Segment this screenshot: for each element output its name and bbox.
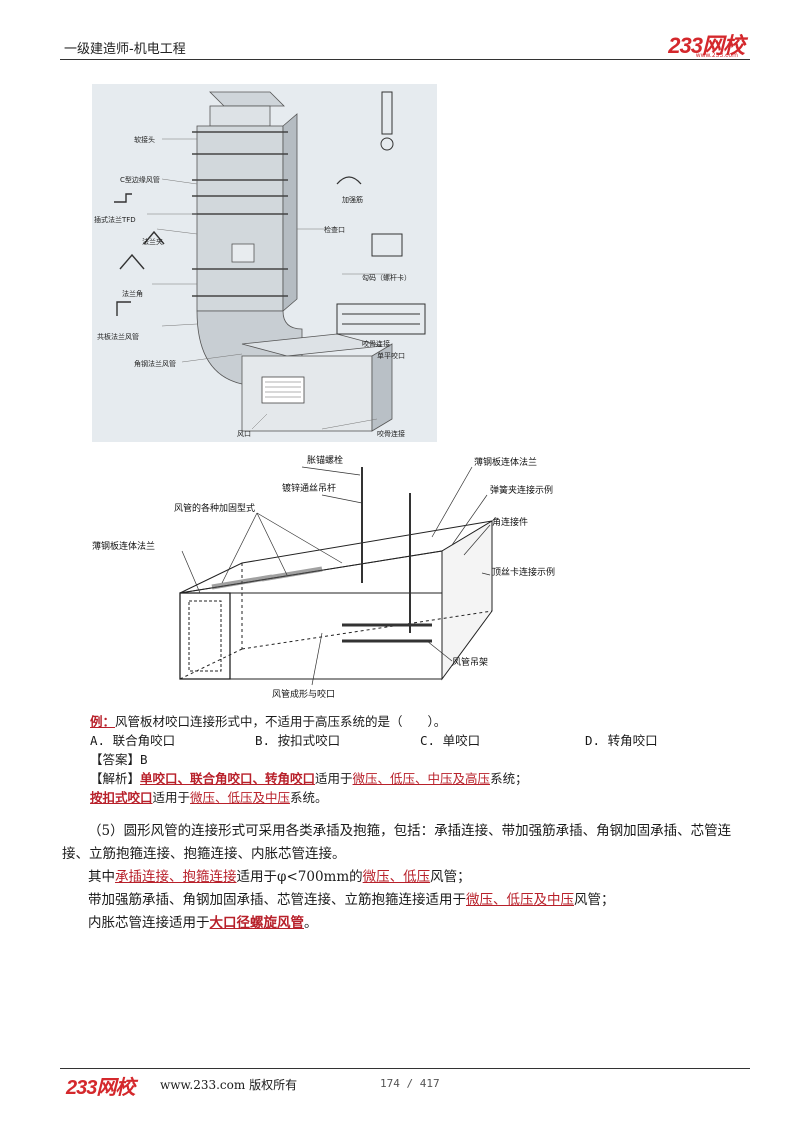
p2-text-b: 适用于φ<700mm的 (236, 869, 363, 885)
answer-label: 【答案】 (90, 752, 141, 767)
analysis-text-2: 适用于 (152, 790, 191, 805)
label-angle-flange-duct: 角钢法兰风管 (134, 359, 176, 368)
label-seam-joint-a: 咬骨连接 (362, 339, 390, 348)
p2-text-c: 风管； (430, 869, 471, 885)
label-top-screw-clip-example: 顶丝卡连接示例 (492, 566, 555, 578)
label-corner-connector: 角连接件 (492, 516, 528, 528)
analysis-pressure-2: 微压、低压及中压 (190, 790, 291, 805)
analysis-label: 【解析】 (90, 771, 141, 786)
analysis-seams-2: 按扣式咬口 (90, 790, 153, 805)
p2-highlight-b: 微压、低压 (362, 869, 431, 885)
analysis-pressure-1: 微压、低压、中压及高压 (352, 771, 491, 786)
answer-line: 【答案】B (90, 750, 710, 769)
label-flange-clip: 法兰夹 (142, 237, 163, 246)
option-d: D. 转角咬口 (585, 733, 658, 748)
analysis-text-1: 适用于 (315, 771, 353, 786)
question-options: A. 联合角咬口 B. 按扣式咬口 C. 单咬口 D. 转角咬口 (90, 731, 710, 750)
footer-logo[interactable]: 233网校 (66, 1077, 135, 1099)
analysis-seams-1: 单咬口、联合角咬口、转角咬口 (140, 771, 316, 786)
question-text: 风管板材咬口连接形式中，不适用于高压系统的是（ ）。 (115, 714, 447, 729)
para-line-2: 其中承插连接、抱箍连接适用于φ<700mm的微压、低压风管； (62, 866, 752, 889)
analysis-line-1: 【解析】单咬口、联合角咬口、转角咬口适用于微压、低压、中压及高压系统； (90, 769, 710, 788)
option-a: A. 联合角咬口 (90, 733, 176, 748)
p4-text-a: 内胀芯管连接适用于 (88, 915, 210, 931)
label-c-edge-duct: C型边缘风管 (120, 175, 160, 184)
label-threaded-rod: 镀锌通丝吊杆 (282, 482, 336, 494)
p3-text-a: 带加强筋承插、角钢加固承插、芯管连接、立筋抱箍连接适用于 (88, 892, 466, 908)
analysis-line-2: 按扣式咬口适用于微压、低压及中压系统。 (90, 788, 710, 807)
label-tfd-flange: 插式法兰TFD (94, 215, 136, 224)
label-expansion-bolt: 胀锚螺栓 (307, 454, 343, 466)
p2-highlight-a: 承插连接、抱箍连接 (115, 869, 237, 885)
para-line-4: 内胀芯管连接适用于大口径螺旋风管。 (62, 912, 752, 935)
question-prefix: 例： (90, 714, 116, 729)
para-line-3: 带加强筋承插、角钢加固承插、芯管连接、立筋抱箍连接适用于微压、低压及中压风管； (62, 889, 752, 912)
label-steel-flange-left: 薄钢板连体法兰 (92, 540, 155, 552)
duct-system-illustration: 软接头 C型边缘风管 插式法兰TFD 法兰夹 法兰角 共板法兰风管 角钢法兰风管… (92, 84, 437, 442)
option-b: B. 按扣式咬口 (255, 733, 341, 748)
label-soft-joint: 软接头 (134, 135, 155, 144)
analysis-tail-1: 系统； (490, 771, 528, 786)
duct-hanger-diagram: 胀锚螺栓 镀锌通丝吊杆 风管的各种加固型式 薄钢板连体法兰 薄钢板连体法兰 弹簧… (92, 453, 567, 706)
header-title: 一级建造师-机电工程 (64, 42, 186, 57)
label-steel-flange-right: 薄钢板连体法兰 (474, 456, 537, 468)
label-stiffener: 加强筋 (342, 195, 363, 204)
round-duct-section: （5）圆形风管的连接形式可采用各类承插及抱箍，包括：承插连接、带加强筋承插、角钢… (62, 820, 752, 935)
p3-highlight: 微压、低压及中压 (466, 892, 574, 908)
para-connection-types: （5）圆形风管的连接形式可采用各类承插及抱箍，包括：承插连接、带加强筋承插、角钢… (62, 823, 732, 862)
p3-text-b: 风管； (574, 892, 615, 908)
analysis-tail-2: 系统。 (290, 790, 328, 805)
label-single-seam: 单平咬口 (377, 351, 405, 360)
page-number: 174 / 417 (380, 1077, 440, 1090)
p2-text-a: 其中 (88, 869, 115, 885)
brand-logo-site: www.233.com (695, 52, 738, 59)
label-spring-clip-example: 弹簧夹连接示例 (490, 484, 553, 496)
option-c: C. 单咬口 (420, 733, 481, 748)
label-flange-corner: 法兰角 (122, 289, 143, 298)
label-seam-joint-b: 咬骨连接 (377, 429, 405, 438)
page-header: 一级建造师-机电工程 233网校 www.233.com (60, 28, 750, 60)
label-stiffening-types: 风管的各种加固型式 (174, 502, 255, 514)
p4-text-b: 。 (304, 915, 318, 931)
label-duct-forming-seam: 风管成形与咬口 (272, 688, 335, 700)
footer-copyright: www.233.com 版权所有 (160, 1078, 298, 1092)
answer-value: B (140, 752, 148, 767)
label-hook-clamp: 勾码（螺杆卡） (362, 273, 411, 282)
example-question: 例：风管板材咬口连接形式中，不适用于高压系统的是（ ）。 A. 联合角咬口 B.… (90, 712, 710, 807)
label-inspection-port: 检查口 (324, 225, 345, 234)
p4-highlight: 大口径螺旋风管 (209, 915, 305, 931)
brand-logo[interactable]: 233网校 (668, 33, 745, 58)
label-common-flange-duct: 共板法兰风管 (97, 332, 139, 341)
question-stem: 例：风管板材咬口连接形式中，不适用于高压系统的是（ ）。 (90, 712, 710, 731)
label-duct-hanger: 风管吊架 (452, 656, 488, 668)
page-footer: 233网校 www.233.com 版权所有 174 / 417 (60, 1068, 750, 1099)
label-air-outlet: 风口 (237, 430, 251, 438)
